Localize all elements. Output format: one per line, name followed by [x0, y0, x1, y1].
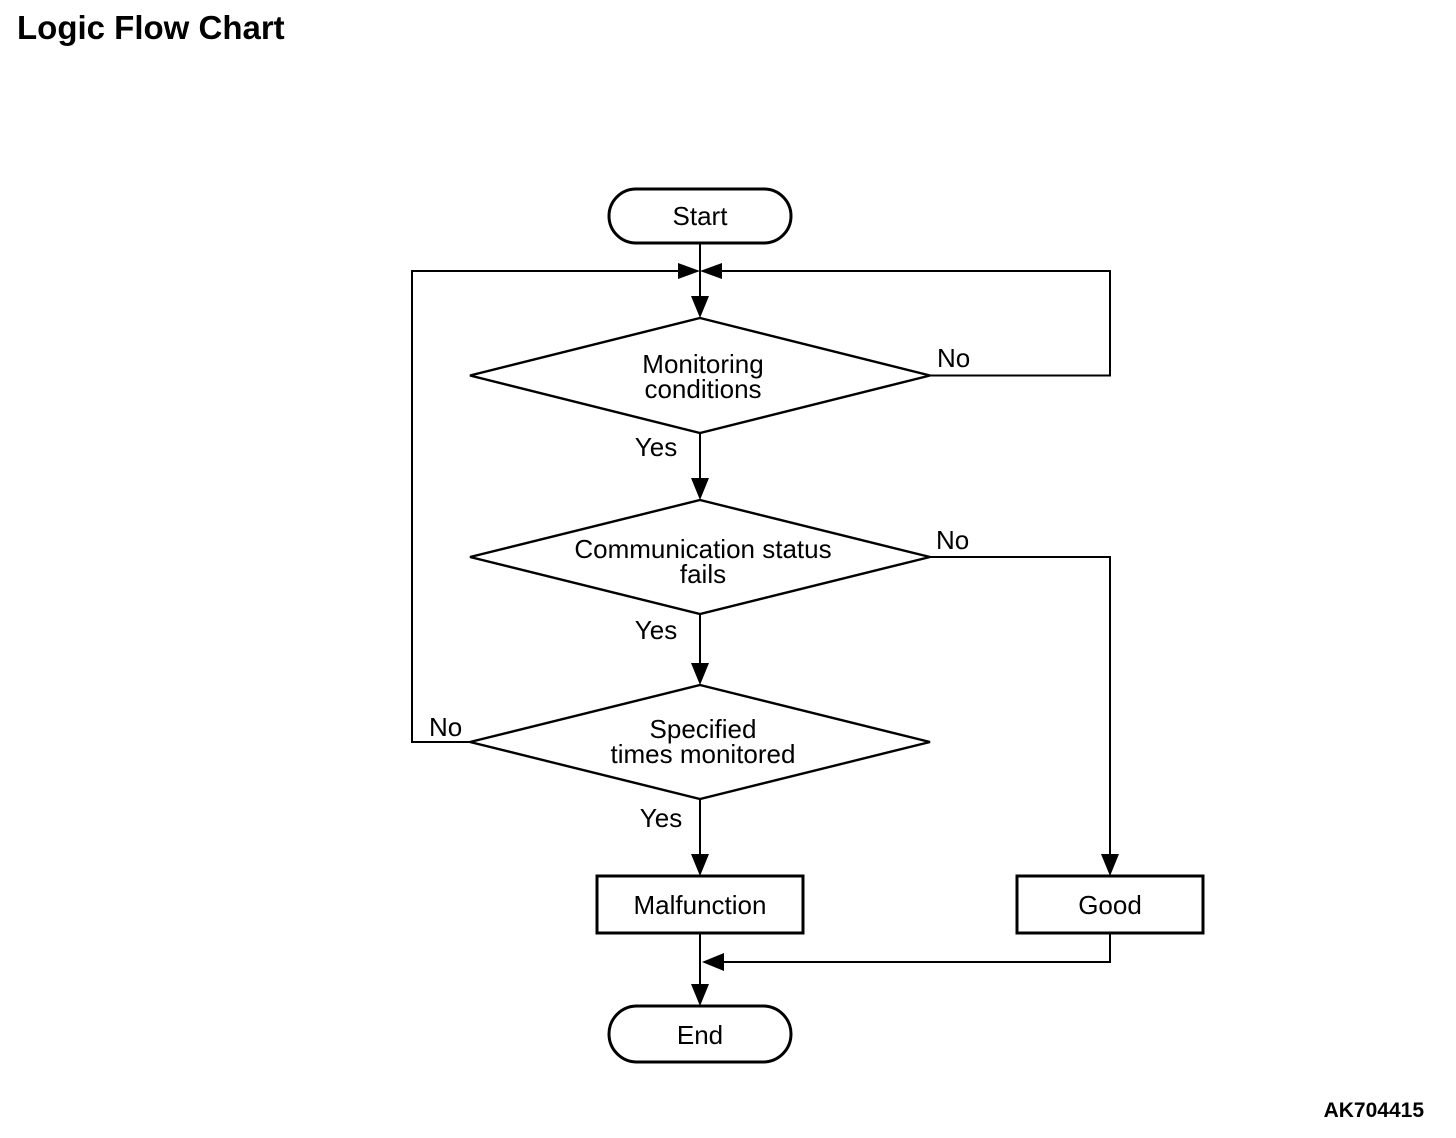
- arrowhead-down-communication-icon: [691, 478, 709, 500]
- edge-label-specified-yes: Yes: [640, 803, 682, 833]
- end-node: End: [607, 1004, 793, 1064]
- arrowhead-junction-left-icon: [700, 263, 722, 279]
- arrowhead-down-specified-icon: [691, 663, 709, 685]
- arrowhead-down-malfunction-icon: [691, 854, 709, 876]
- decision-specified-label-line1: Specified: [650, 714, 757, 744]
- malfunction-shape: [595, 874, 805, 935]
- decision-specified-times: Specified times monitored: [469, 683, 931, 801]
- end-label: End: [677, 1020, 723, 1050]
- edge-label-communication-yes: Yes: [635, 615, 677, 645]
- start-node: Start: [607, 187, 793, 245]
- edge-label-monitoring-no: No: [937, 343, 970, 373]
- start-label: Start: [673, 201, 729, 231]
- good-shape: [1015, 874, 1205, 935]
- decision-communication-shape: [469, 498, 931, 616]
- arrowhead-left-join-icon: [702, 953, 724, 971]
- malfunction-label: Malfunction: [634, 890, 767, 920]
- end-shape: [607, 1004, 793, 1064]
- decision-specified-shape: [469, 683, 931, 801]
- decision-monitoring-shape: [469, 316, 931, 435]
- edge-label-specified-no: No: [429, 712, 462, 742]
- edge-label-monitoring-yes: Yes: [635, 432, 677, 462]
- connectors: [411, 243, 1119, 1006]
- decision-communication-label-line2: fails: [680, 559, 726, 589]
- arrowhead-junction-right-icon: [678, 263, 700, 279]
- decision-communication-label-line1: Communication status: [574, 534, 831, 564]
- arrowhead-down-good-icon: [1101, 854, 1119, 876]
- decision-specified-label-line2: times monitored: [611, 739, 796, 769]
- arrowhead-down-end-icon: [691, 984, 709, 1006]
- arrowhead-down-monitoring-icon: [691, 296, 709, 318]
- good-label: Good: [1078, 890, 1142, 920]
- good-node: Good: [1015, 874, 1205, 935]
- page-title: Logic Flow Chart: [17, 9, 285, 46]
- edge-label-communication-no: No: [936, 525, 969, 555]
- start-shape: [607, 187, 793, 245]
- decision-monitoring-label-line1: Monitoring: [642, 349, 763, 379]
- edge-specified-no-loop: [411, 270, 692, 743]
- figure-code: AK704415: [1324, 1099, 1425, 1122]
- edge-communication-no-to-good: [930, 556, 1111, 872]
- edge-monitoring-no-loop: [708, 270, 1111, 377]
- edge-good-to-join: [722, 933, 1111, 963]
- malfunction-node: Malfunction: [595, 874, 805, 935]
- decision-monitoring-label-line2: conditions: [644, 374, 761, 404]
- decision-monitoring-conditions: Monitoring conditions: [469, 316, 931, 435]
- decision-communication-status: Communication status fails: [469, 498, 931, 616]
